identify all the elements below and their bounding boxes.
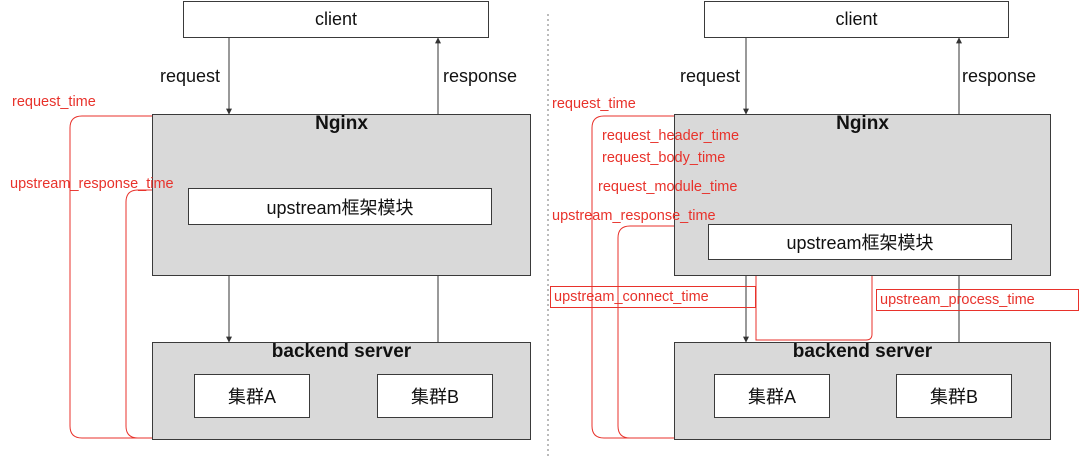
right-cluster-b-box: 集群B [896,374,1012,418]
left-request-time-bracket [69,115,188,439]
right-request-time-label: request_time [552,96,636,112]
left-client-label: client [314,9,358,29]
right-upstream-label: upstream框架模块 [786,233,934,253]
left-cluster-a-label: 集群A [227,387,276,407]
left-request-time-label: request_time [12,94,96,110]
left-cluster-a-box: 集群A [194,374,310,418]
right-request-body-time-label: request_body_time [602,150,726,166]
right-upstream-response-bracket [617,225,712,439]
right-response-label: response [962,66,1037,86]
left-upstream-label: upstream框架模块 [266,197,414,218]
right-request-header-time-label: request_header_time [602,128,740,144]
right-upstream-connect-time-label: upstream_connect_time [550,286,756,308]
right-cluster-b-label: 集群B [929,387,978,407]
left-upstream-response-time-label: upstream_response_time [10,176,174,192]
right-nginx-title: Nginx [836,113,889,134]
right-upstream-box: upstream框架模块 [708,224,1012,260]
left-upstream-response-bracket [125,189,188,439]
left-request-label: request [160,66,221,86]
left-cluster-b-box: 集群B [377,374,493,418]
left-response-label: response [443,66,518,86]
left-cluster-b-label: 集群B [410,387,459,407]
right-client-box: client [704,1,1009,38]
right-cluster-a-label: 集群A [747,387,796,407]
left-nginx-title: Nginx [315,113,368,134]
right-request-time-bracket [591,115,712,439]
right-request-label: request [680,66,741,86]
right-upstream-process-time-label: upstream_process_time [876,289,1079,311]
left-upstream-box: upstream框架模块 [188,188,492,225]
left-client-box: client [183,1,489,38]
left-backend-title: backend server [271,341,412,362]
right-upstream-response-time-label: upstream_response_time [552,208,716,224]
right-backend-title: backend server [792,341,933,362]
right-request-module-time-label: request_module_time [598,179,738,195]
right-cluster-a-box: 集群A [714,374,830,418]
right-client-label: client [835,9,878,29]
